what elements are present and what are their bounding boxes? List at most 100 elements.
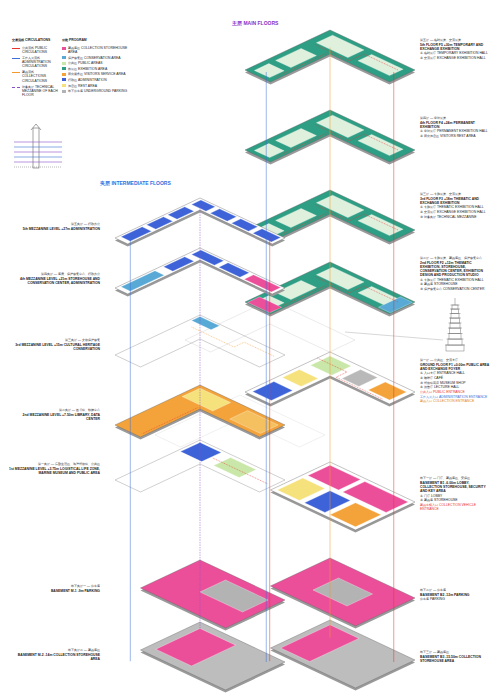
floor-label-group: 功能 PROGRAM xyxy=(62,38,132,43)
circulation-route xyxy=(142,408,197,434)
floor-label-group: 地下夹层二 — 藏品库区BASEMENT M-2 -14m COLLECTION… xyxy=(8,648,100,661)
floor-note: ③ 保护修复中心 CONSERVATION CENTER xyxy=(420,287,492,291)
floor-title: 4th FLOOR F4 +24m PERMANENT EXHIBITION xyxy=(420,121,492,129)
floor-title: 3rd MEZZANINE LEVEL +15m CULTURAL HERITA… xyxy=(8,343,100,351)
section-heading: 交通流线 CIRCULATIONS xyxy=(12,38,60,42)
legend-text: 行政区 ADMINISTRATION xyxy=(68,78,107,82)
administration xyxy=(121,227,152,241)
legend-text: 观众服务区 VISITORS SERVICE AREA xyxy=(68,72,125,76)
legend-entry: 观众服务区 VISITORS SERVICE AREA xyxy=(62,72,130,76)
circulation-route xyxy=(316,45,398,70)
sight-line xyxy=(345,332,443,340)
section-heading: 主层 MAIN FLOORS xyxy=(232,20,362,26)
parking xyxy=(200,580,268,612)
level-line xyxy=(14,147,62,148)
vertical-core xyxy=(269,237,270,661)
floor-label-group: 第三夹层 — 文物保护修复3rd MEZZANINE LEVEL +15m CU… xyxy=(8,338,100,351)
legend-entry: 陈展区 EXHIBITION AREA xyxy=(62,67,130,71)
legend-text: 藏品库区 COLLECTION STOREHOUSE AREA xyxy=(68,46,130,54)
line-sample xyxy=(12,87,20,88)
pagoda-tier xyxy=(452,305,458,309)
floor-note: ② 观众休息区 VISITORS REST AREA xyxy=(420,134,492,138)
floor-label-group: 地下二层 — 停车库BASEMENT B2 -12m PARKING停车库 PA… xyxy=(420,588,492,602)
floor-note: 第三层 — 专题展览、交流展览 xyxy=(420,192,492,196)
administration xyxy=(192,250,224,265)
level-line xyxy=(14,152,62,153)
legend-text: 公共流线 PUBLIC CIRCULATIONS xyxy=(22,46,58,54)
floor-note: 第四夹层 — 库房、保护修复中心、行政办公 xyxy=(8,272,100,276)
floor-label-group: 交通流线 CIRCULATIONS xyxy=(12,38,60,43)
pagoda-base xyxy=(446,345,464,351)
vertical-core xyxy=(393,72,394,662)
legend-entry: 保护修复区 CONSERVATION AREA xyxy=(62,56,130,60)
level-line xyxy=(14,167,62,168)
vertical-core xyxy=(330,48,331,638)
exhibition-void xyxy=(316,195,364,217)
floor-label-group: 第一层 — 公共区、交流大厅GROUND FLOOR F1 +0.00m PUB… xyxy=(420,358,492,404)
floor-note: 第一层 — 公共区、交流大厅 xyxy=(420,358,492,362)
pagoda-tier xyxy=(450,323,460,328)
legend-text: 公共区 PUBLIC AREAS xyxy=(68,61,102,65)
administration xyxy=(253,229,281,242)
color-swatch xyxy=(62,62,66,65)
exhibition-void xyxy=(276,48,317,67)
floor-title: BASEMENT B1 -6.00m LOBBY, COLLECTION STO… xyxy=(420,481,492,493)
floor-label-group: 第二夹层 — 图书馆、数据中心2nd MEZZANINE LEVEL +7.50… xyxy=(8,408,100,421)
room xyxy=(156,628,236,666)
floor-note: 第二夹层 — 图书馆、数据中心 xyxy=(8,408,100,412)
color-swatch xyxy=(62,67,66,70)
floor-note: 地下二层 — 停车库 xyxy=(420,588,492,592)
color-swatch xyxy=(62,78,66,81)
floor-note: ② 交流展厅 EXCHANGE EXHIBITION HALL xyxy=(420,56,492,60)
floor-note: ① 临时展厅 TEMPORARY EXHIBITION HALL xyxy=(420,51,492,55)
circulation-route xyxy=(276,213,327,237)
floor-title: BASEMENT B2 -12m PARKING xyxy=(420,593,492,597)
legend-text: 休息区 REST AREA xyxy=(68,84,97,88)
color-swatch xyxy=(62,56,66,59)
floor-title: 5th FLOOR F5 +30m TEMPORARY AND EXCHANGE… xyxy=(420,43,492,51)
public-area xyxy=(310,356,351,375)
floor-title: BASEMENT M-1 -9m PARKING xyxy=(8,589,100,593)
floor-note: 第一夹层 — 后勤生活区、海洋博物馆、公共区 xyxy=(8,462,100,466)
floor-note: 第三夹层 — 文物保护修复 xyxy=(8,338,100,342)
line-sample xyxy=(12,58,20,59)
library xyxy=(230,411,278,434)
legend-entry: 藏品流线 COLLECTIONS CIRCULATIONS xyxy=(12,70,58,82)
floor-note: ④ 报告厅 LECTURE HALL xyxy=(420,385,492,389)
floor-label-group: 第一夹层 — 后勤生活区、海洋博物馆、公共区1st MEZZANINE LEVE… xyxy=(8,462,100,475)
floor-label-group: 地下一层 — 门厅、藏品库区、安保区BASEMENT B1 -6.00m LOB… xyxy=(420,476,492,512)
visitors-service xyxy=(330,503,381,527)
floor-note: 地下夹层一 — 停车库 xyxy=(8,584,100,588)
level-line xyxy=(14,142,62,143)
rest-area xyxy=(282,370,318,387)
administration xyxy=(146,217,172,229)
floor-note: ③ 博物馆商店 MUSEUM SHOP xyxy=(420,381,492,385)
administration xyxy=(163,257,194,271)
administration xyxy=(192,200,216,211)
floor-plate xyxy=(271,620,416,688)
exhibition-void xyxy=(316,115,364,137)
color-swatch xyxy=(62,73,66,76)
administration xyxy=(180,442,221,461)
floor-note: 藏品入口 COLLECTION ENTRANCE xyxy=(420,399,492,403)
floor-plate xyxy=(141,622,286,690)
floor-plate xyxy=(271,462,416,530)
floor-note: ② 交流展厅 EXCHANGE EXHIBITION HALL xyxy=(420,210,492,214)
visitors-service xyxy=(368,382,406,400)
legend-text: 地下停车库 UNDERGROUND PARKING xyxy=(68,89,127,93)
floor-note: 停车库 PARKING xyxy=(420,597,492,601)
floor-title: 2nd FLOOR F2 +12m THEMATIC EXHIBITION, S… xyxy=(420,261,492,277)
floor-title: BASEMENT B3 -15.50m COLLECTION STOREHOUS… xyxy=(420,655,492,663)
floor-note: ③ 设备夹层 TECHNICAL MEZZANINE xyxy=(420,215,492,219)
room xyxy=(244,275,281,292)
circulation-route xyxy=(192,327,274,356)
floor-note: 第二层 — 专题展览、藏品库区、保护修复中心 xyxy=(420,256,492,260)
exhibition-void xyxy=(276,208,317,227)
color-swatch xyxy=(62,47,66,50)
floor-note: 藏品车辆入口 COLLECTION VEHICLE ENTRANCE xyxy=(420,503,492,511)
circulation-route xyxy=(316,125,398,150)
floor-title: 2nd MEZZANINE LEVEL +7.50m LIBRARY, DATA… xyxy=(8,413,100,421)
floor-note: 地下三层 — 藏品库区 xyxy=(420,650,492,654)
section-heading: 功能 PROGRAM xyxy=(62,38,132,42)
floor-note: 第五层 — 临时展览、交流展览 xyxy=(420,38,492,42)
